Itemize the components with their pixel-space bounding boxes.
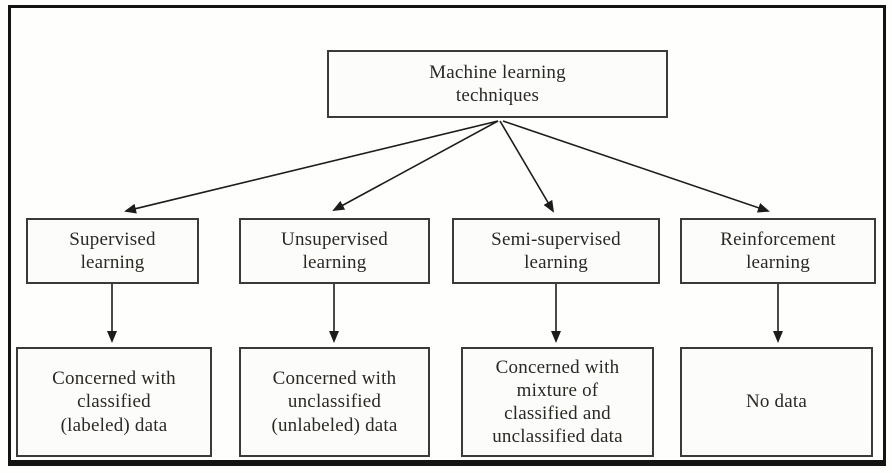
- node-label: Unsupervised learning: [281, 228, 388, 273]
- node-label: Concerned with mixture of classified and…: [492, 356, 623, 448]
- node-detail-semi-supervised: Concerned with mixture of classified and…: [461, 347, 654, 457]
- node-unsupervised-learning: Unsupervised learning: [239, 218, 430, 284]
- node-label: Machine learning techniques: [429, 61, 566, 106]
- node-detail-supervised: Concerned with classified (labeled) data: [16, 347, 212, 457]
- node-label: Reinforcement learning: [720, 228, 836, 273]
- node-label: No data: [745, 391, 808, 413]
- figure-border: [8, 5, 886, 466]
- node-label: Concerned with classified (labeled) data: [52, 368, 176, 436]
- node-semi-supervised-learning: Semi-supervised learning: [452, 218, 660, 284]
- node-machine-learning-techniques: Machine learning techniques: [327, 50, 668, 118]
- node-label: Supervised learning: [69, 228, 156, 273]
- node-detail-reinforcement: No data: [680, 347, 873, 457]
- node-label: Concerned with unclassified (unlabeled) …: [271, 368, 398, 436]
- node-label: Semi-supervised learning: [491, 228, 621, 273]
- node-supervised-learning: Supervised learning: [26, 218, 199, 284]
- node-detail-unsupervised: Concerned with unclassified (unlabeled) …: [239, 347, 430, 457]
- node-reinforcement-learning: Reinforcement learning: [680, 218, 876, 284]
